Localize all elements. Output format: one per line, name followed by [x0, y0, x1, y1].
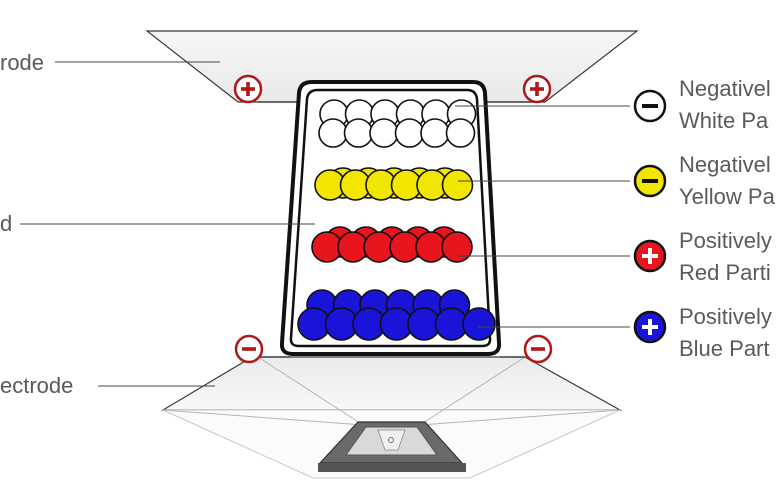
minus-icon: [633, 89, 667, 123]
label-blue-line2: Blue Part: [679, 336, 770, 361]
bottom-electrode: [160, 356, 623, 411]
particle-groups: [297, 99, 496, 341]
label-red-line2: Red Parti: [679, 260, 771, 285]
white-particle: [394, 118, 425, 148]
label-bottom-electrode: ectrode: [0, 373, 74, 398]
minus-icon: [234, 334, 264, 364]
red-particle: [441, 231, 473, 263]
label-white-line2: White Pa: [679, 108, 769, 133]
label-top-electrode: rode: [0, 50, 45, 75]
white-particle: [445, 118, 476, 148]
label-fluid: d: [0, 211, 13, 236]
label-white-line1: Negativel: [679, 76, 771, 101]
top-electrode: [145, 30, 639, 103]
blue-particle: [462, 307, 496, 341]
plus-icon: [233, 74, 263, 104]
label-red-line1: Positively: [679, 228, 772, 253]
label-yellow-line2: Yellow Pa: [679, 184, 775, 209]
plus-icon: [633, 239, 667, 273]
white-particle: [369, 118, 399, 148]
plus-icon: [522, 74, 552, 104]
white-particle: [318, 118, 348, 148]
white-particle: [420, 118, 450, 148]
label-blue-line1: Positively: [679, 304, 772, 329]
yellow-particle: [441, 169, 474, 201]
label-yellow-line1: Negativel: [679, 152, 771, 177]
minus-icon: [523, 334, 553, 364]
microcapsule: [279, 80, 502, 356]
minus-icon: [633, 164, 667, 198]
viewer-eye-icon: [318, 421, 466, 472]
white-particle: [343, 118, 374, 148]
plus-icon: [633, 310, 667, 344]
